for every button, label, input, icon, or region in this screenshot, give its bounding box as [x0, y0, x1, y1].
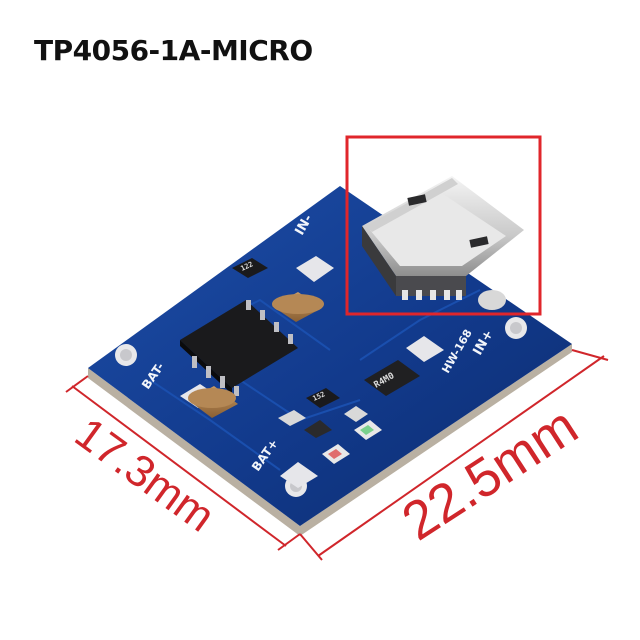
led-indicators: [322, 420, 382, 464]
dimension-width: [65, 375, 301, 551]
dimension-length: [299, 349, 609, 561]
resistor-152: 152: [306, 388, 340, 408]
pad-bat-plus: [280, 462, 318, 488]
ic-chip: [180, 300, 298, 396]
resistor-122: 122: [232, 258, 268, 278]
product-title: TP4056-1A-MICRO: [34, 34, 313, 67]
small-smd-components: [278, 406, 368, 438]
capacitor-top: [272, 292, 324, 322]
pad-in-plus: [406, 336, 444, 362]
resistor-r4m0: R4M0: [364, 360, 420, 396]
pad-in-minus: [296, 256, 334, 282]
usb-highlight-box: [345, 135, 542, 316]
mounting-hole-left: [115, 344, 137, 366]
micro-usb-port: [362, 176, 524, 310]
mounting-hole-right: [505, 317, 527, 339]
capacitor-bottom: [188, 386, 238, 418]
